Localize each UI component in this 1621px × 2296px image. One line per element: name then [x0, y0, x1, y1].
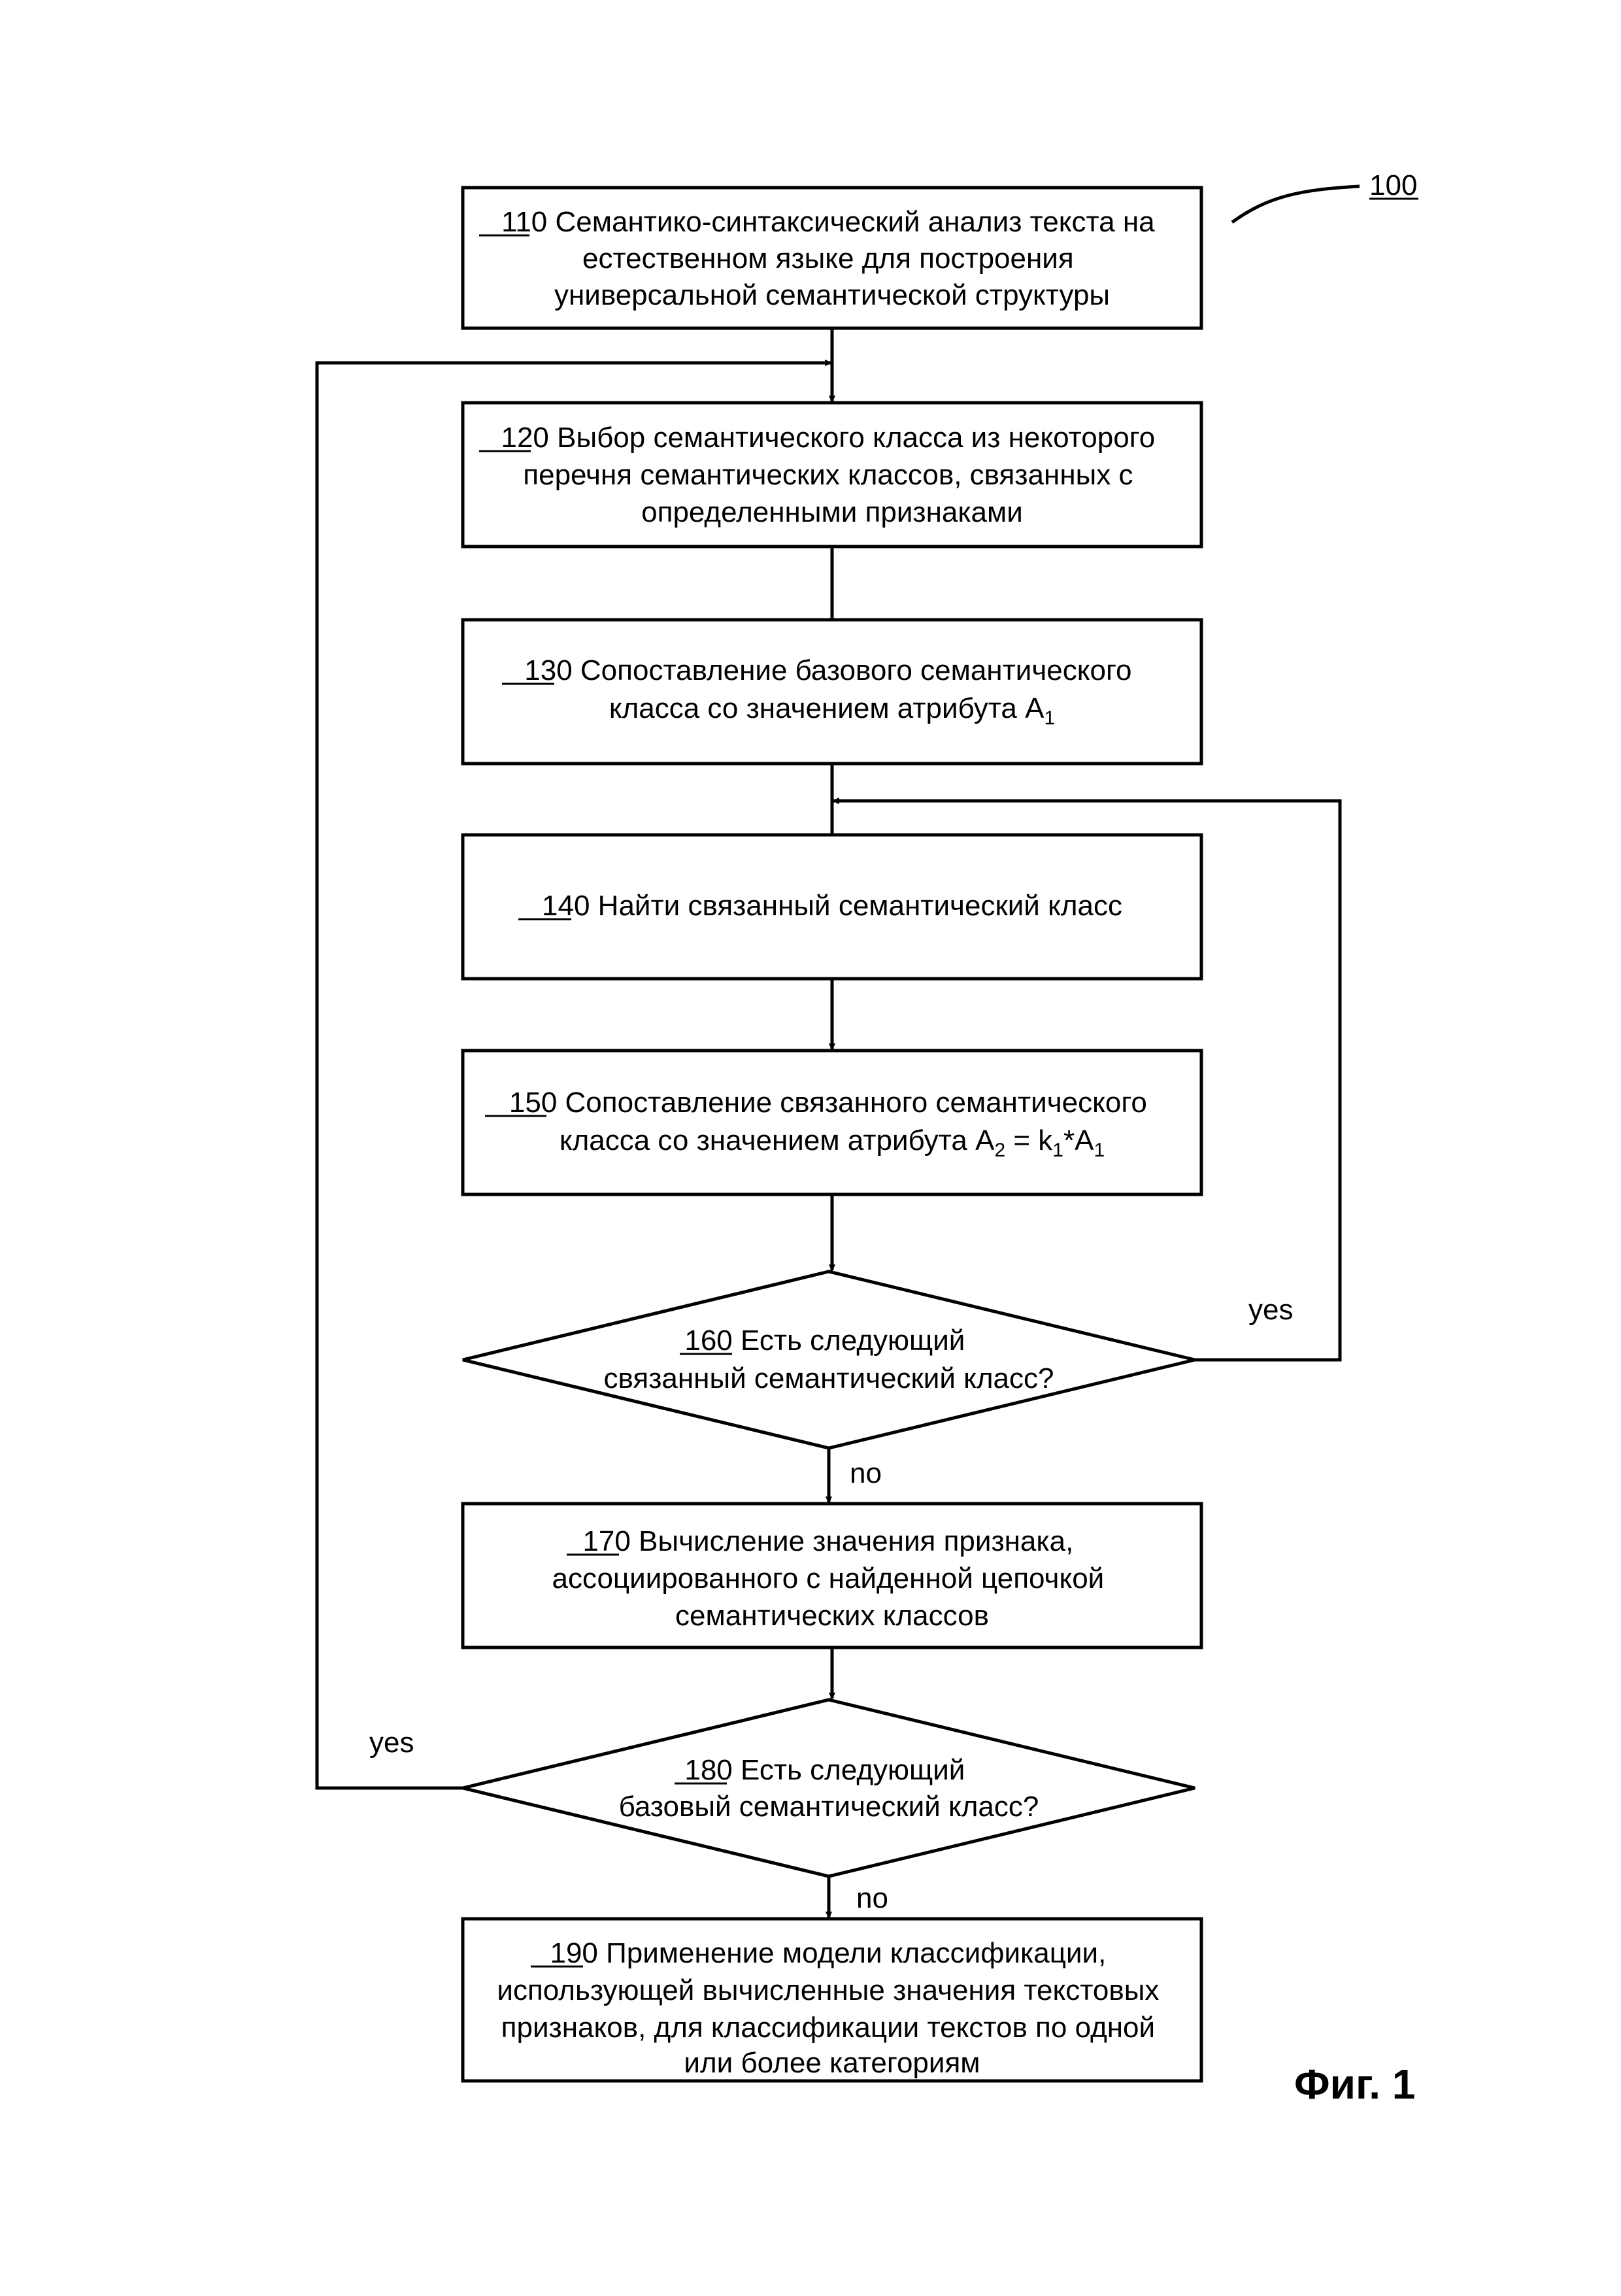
step-110-text: 110 Семантико-синтаксический анализ текс… — [501, 206, 1163, 311]
decision-180-text: 180 Есть следующий базовый семантический… — [619, 1754, 1039, 1823]
step-120: 120 Выбор семантического класса из некот… — [461, 401, 1203, 549]
loop-180-yes-to-120 — [315, 363, 831, 1790]
reference-100: 100 — [1231, 169, 1418, 224]
step-150: 150 Сопоставление связанного семантическ… — [461, 1049, 1203, 1196]
step-170-box — [461, 1502, 1203, 1649]
reference-label: 100 — [1369, 169, 1417, 201]
decision-160-text: 160 Есть следующий связанный семантическ… — [604, 1325, 1054, 1394]
step-120-text: 120 Выбор семантического класса из некот… — [501, 422, 1163, 528]
step-170: 170 Вычисление значения признака, ассоци… — [461, 1502, 1203, 1649]
label-180-no: no — [856, 1882, 888, 1914]
step-140-box — [461, 833, 1203, 981]
step-150-box — [461, 1049, 1203, 1196]
connectors — [315, 328, 1342, 1917]
step-140-text: 140 Найти связанный семантический класс — [542, 890, 1122, 922]
reference-leader — [1231, 184, 1360, 224]
step-170-text: 170 Вычисление значения признака, ассоци… — [552, 1525, 1112, 1632]
decision-160: 160 Есть следующий связанный семантическ… — [462, 1270, 1195, 1450]
step-130: 130 Сопоставление базового семантическог… — [461, 618, 1203, 766]
loop-160-yes-to-140 — [833, 801, 1342, 1362]
decision-180: 180 Есть следующий базовый семантический… — [462, 1698, 1195, 1878]
step-190-box — [461, 1917, 1203, 2083]
step-120-box — [461, 401, 1203, 549]
decision-160-diamond — [462, 1270, 1195, 1450]
step-190-text: 190 Применение модели классификации, исп… — [497, 1937, 1167, 2079]
label-180-yes: yes — [369, 1727, 414, 1759]
step-130-text: 130 Сопоставление базового семантическог… — [524, 654, 1139, 729]
label-160-no: no — [850, 1457, 882, 1489]
step-140: 140 Найти связанный семантический класс — [461, 833, 1203, 981]
decision-180-diamond — [462, 1698, 1195, 1878]
label-160-yes: yes — [1248, 1294, 1293, 1326]
step-190: 190 Применение модели классификации, исп… — [461, 1917, 1203, 2083]
step-150-text: 150 Сопоставление связанного семантическ… — [509, 1087, 1155, 1161]
step-110-id: 110 — [501, 206, 547, 238]
step-110: 110 Семантико-синтаксический анализ текс… — [461, 186, 1203, 330]
step-130-box — [461, 618, 1203, 766]
figure-label: Фиг. 1 — [1294, 2061, 1415, 2108]
